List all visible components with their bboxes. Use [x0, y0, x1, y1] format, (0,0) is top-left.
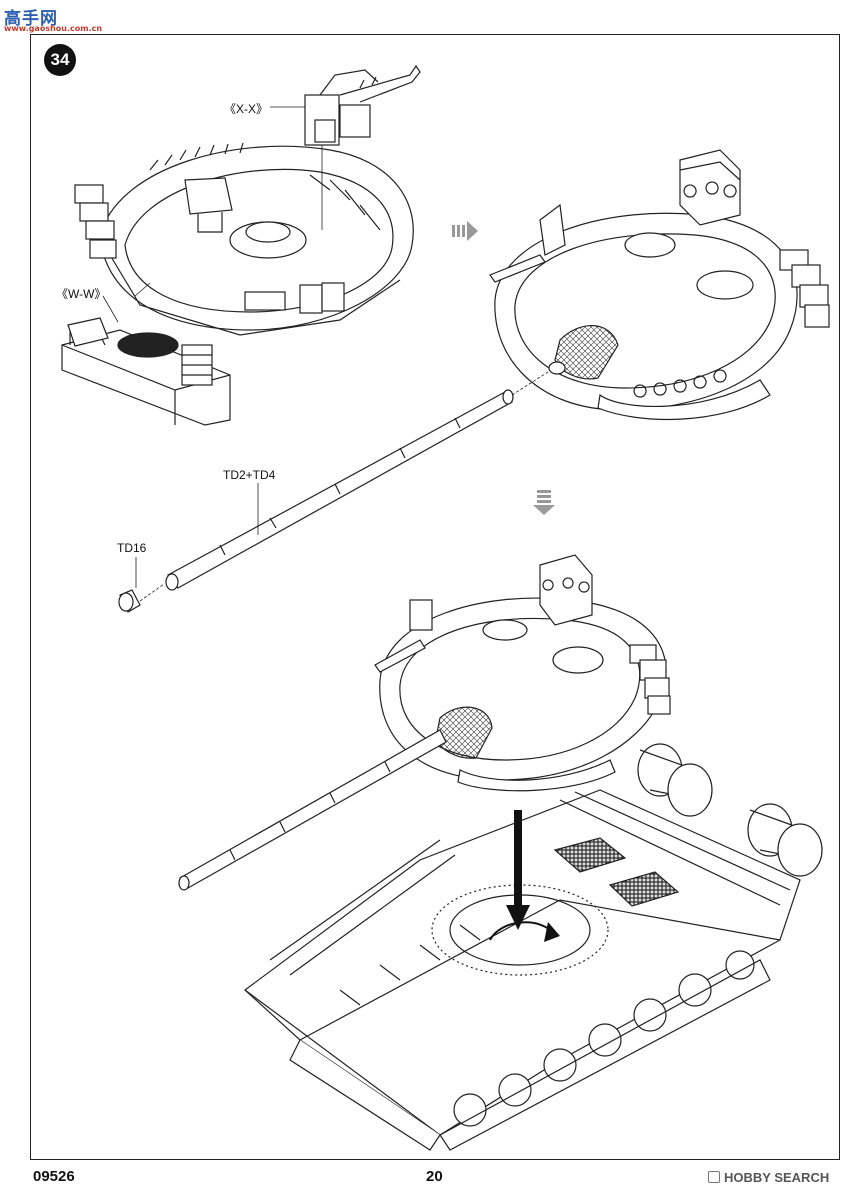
tank-hull-view [243, 743, 823, 1151]
install-arrow [489, 810, 560, 942]
brand-watermark: HOBBY SEARCH [708, 1170, 829, 1185]
assembly-arrow-right [452, 221, 478, 241]
callout-barrel-parts: TD2+TD4 [223, 468, 276, 482]
brand-text: HOBBY SEARCH [724, 1170, 830, 1185]
turret-base-part [61, 317, 231, 426]
callout-muzzle-part: TD16 [117, 541, 147, 555]
gun-barrel-part [165, 389, 514, 591]
turret-exploded-view [74, 142, 414, 336]
machine-gun-part [304, 64, 421, 146]
assembly-arrow-down [533, 490, 555, 515]
watermark-logo: 高手网 www.gaoshou.com.cn [4, 4, 102, 34]
watermark-url: www.gaoshou.com.cn [4, 24, 103, 33]
callout-xx: 《X-X》 [224, 102, 269, 116]
callout-ww: 《W-W》 [56, 287, 107, 301]
kit-code: 09526 [33, 1168, 75, 1185]
turret-assembled-view [489, 149, 830, 421]
muzzle-cap-part [118, 589, 141, 613]
page-frame [30, 34, 840, 1160]
step-number-badge: 34 [44, 44, 76, 76]
page-number: 20 [426, 1168, 443, 1185]
watermark-chars: 高手网 [4, 9, 58, 29]
turret-with-barrel-view [178, 554, 671, 891]
brand-logo-icon [708, 1171, 720, 1183]
